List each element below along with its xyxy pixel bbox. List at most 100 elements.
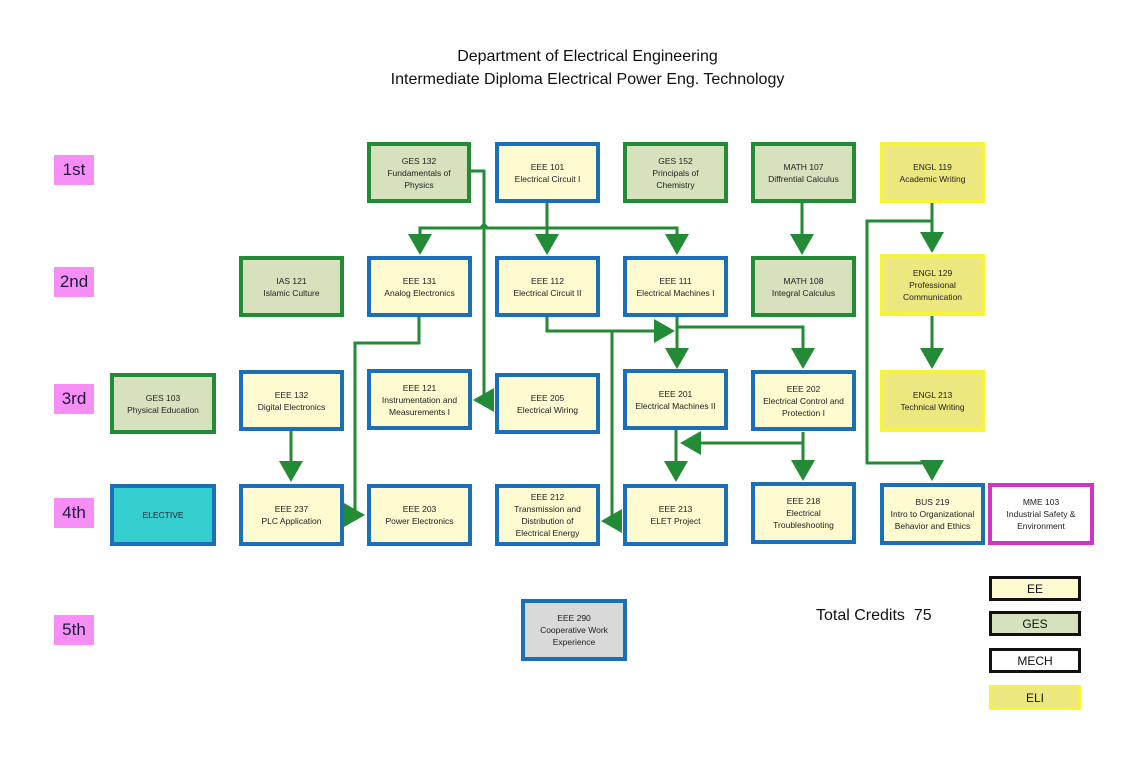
course-code: EEE 131 xyxy=(402,275,437,286)
arrow-eee111-to-eee202 xyxy=(677,325,815,369)
course-name: Principals of Chemistry xyxy=(652,167,699,190)
course-code: EEE 213 xyxy=(658,504,693,514)
course-code: MME 103 xyxy=(1022,497,1060,507)
course-name: PLC Application xyxy=(261,516,322,526)
arrow-eee101-to-eee111 xyxy=(547,226,689,255)
legend-eli: ELI xyxy=(989,685,1081,710)
arrow-eee131-to-eee203 xyxy=(344,317,421,527)
semester-label-4: 4th xyxy=(54,498,94,528)
course-code: ENGL 119 xyxy=(913,161,952,172)
arrow-eee112-to-eee201 xyxy=(545,317,675,343)
course-ges132[interactable]: GES 132 Fundamentals of Physics xyxy=(367,142,471,203)
course-engl213[interactable]: ENGL 213 Technical Writing xyxy=(880,370,985,432)
course-code: MATH 108 xyxy=(783,275,824,286)
course-mme103[interactable]: MME 103 Industrial Safety & Environment xyxy=(988,483,1094,545)
course-code: EEE 201 xyxy=(658,388,693,399)
course-eee202[interactable]: EEE 202 Electrical Control and Protectio… xyxy=(751,370,856,431)
course-eee237[interactable]: EEE 237 PLC Application xyxy=(239,484,344,546)
course-code: ENGL 213 xyxy=(912,390,953,400)
course-name: Electrical Circuit I xyxy=(514,173,581,184)
course-code: EEE 212 xyxy=(530,492,565,502)
course-name: Analog Electronics xyxy=(384,287,455,298)
course-code: ENGL 129 xyxy=(912,268,953,278)
course-name: Intro to Organizational Behavior and Eth… xyxy=(890,509,975,531)
course-name: Electrical Circuit II xyxy=(513,287,582,298)
course-code: BUS 219 xyxy=(915,497,950,507)
course-code: GES 132 xyxy=(401,155,437,166)
legend-ee: EE xyxy=(989,576,1081,601)
course-name: Cooperative Work Experience xyxy=(540,625,608,647)
arrow-ges132-to-eee121 xyxy=(471,169,494,412)
course-eee218[interactable]: EEE 218 Electrical Troubleshooting xyxy=(751,482,856,544)
course-code: EEE 203 xyxy=(402,504,437,514)
semester-label-2: 2nd xyxy=(54,267,94,297)
course-name: Industrial Safety & Environment xyxy=(1006,509,1076,531)
course-elective[interactable]: ELECTIVE xyxy=(110,484,216,546)
course-name: ELET Project xyxy=(650,516,701,526)
course-eee112[interactable]: EEE 112 Electrical Circuit II xyxy=(495,256,600,317)
course-eee121[interactable]: EEE 121 Instrumentation and Measurements… xyxy=(367,369,472,430)
course-name: Electrical Wiring xyxy=(517,404,578,415)
course-eee132[interactable]: EEE 132 Digital Electronics xyxy=(239,370,344,431)
legend-ges: GES xyxy=(989,611,1081,636)
course-code: EEE 237 xyxy=(274,504,309,514)
arrow-engl119-to-bus219 xyxy=(865,219,944,481)
course-name: Electrical Machines II xyxy=(635,400,716,411)
course-ges103[interactable]: GES 103 Physical Education xyxy=(110,373,216,434)
course-name: Fundamentals of Physics xyxy=(387,167,451,190)
course-eee201[interactable]: EEE 201 Electrical Machines II xyxy=(623,369,728,430)
course-code: EEE 112 xyxy=(531,275,564,286)
course-eee213[interactable]: EEE 213 ELET Project xyxy=(623,484,728,546)
course-math107[interactable]: MATH 107 Diffrential Calculus xyxy=(751,142,856,203)
course-name: Professional Communication xyxy=(902,280,963,302)
course-eee131[interactable]: EEE 131 Analog Electronics xyxy=(367,256,472,317)
course-code: EEE 121 xyxy=(402,382,437,393)
course-code: MATH 107 xyxy=(783,161,824,172)
title-program: Intermediate Diploma Electrical Power En… xyxy=(390,71,785,88)
course-code: EEE 205 xyxy=(530,392,565,403)
course-code: EEE 101 xyxy=(530,161,565,172)
course-name: ELECTIVE xyxy=(142,510,184,520)
course-name: Islamic Culture xyxy=(263,287,320,298)
course-code: EEE 218 xyxy=(786,496,821,506)
course-name: Electrical Troubleshooting xyxy=(773,508,834,530)
course-code: GES 103 xyxy=(145,392,181,403)
course-code: EEE 290 xyxy=(557,613,591,623)
total-credits-value: 75 xyxy=(913,607,932,624)
course-code: EEE 132 xyxy=(274,389,309,400)
semester-label-3: 3rd xyxy=(54,384,94,414)
course-name: Electrical Control and Protection I xyxy=(763,395,844,418)
course-math108[interactable]: MATH 108 Integral Calculus xyxy=(751,256,856,317)
course-engl119[interactable]: ENGL 119 Academic Writing xyxy=(880,142,985,203)
course-name: Physical Education xyxy=(127,404,199,415)
course-name: Transmission and Distribution of Electri… xyxy=(514,504,581,538)
course-name: Instrumentation and Measurements I xyxy=(381,394,458,417)
course-ias121[interactable]: IAS 121 Islamic Culture xyxy=(239,256,344,317)
legend-mech: MECH xyxy=(989,648,1081,673)
course-engl129[interactable]: ENGL 129 Professional Communication xyxy=(880,254,985,316)
course-code: GES 152 xyxy=(658,155,693,166)
course-eee111[interactable]: EEE 111 Electrical Machines I xyxy=(623,256,728,317)
semester-label-1: 1st xyxy=(54,155,94,185)
semester-label-5: 5th xyxy=(54,615,94,645)
arrow-eee112-to-eee212 xyxy=(601,331,622,533)
course-bus219[interactable]: BUS 219 Intro to Organizational Behavior… xyxy=(880,483,985,545)
course-name: Power Electronics xyxy=(385,516,454,526)
total-credits-label: Total Credits xyxy=(816,607,905,624)
course-code: IAS 121 xyxy=(276,275,307,286)
course-name: Academic Writing xyxy=(899,173,966,184)
course-eee203[interactable]: EEE 203 Power Electronics xyxy=(367,484,472,546)
course-name: Integral Calculus xyxy=(771,287,836,298)
course-eee101[interactable]: EEE 101 Electrical Circuit I xyxy=(495,142,600,203)
course-code: EEE 202 xyxy=(786,383,821,394)
course-name: Technical Writing xyxy=(900,402,965,412)
course-name: Diffrential Calculus xyxy=(768,173,839,184)
course-eee212[interactable]: EEE 212 Transmission and Distribution of… xyxy=(495,484,600,546)
title-department: Department of Electrical Engineering xyxy=(457,48,718,65)
course-name: Digital Electronics xyxy=(257,401,326,412)
total-credits: Total Credits 75 xyxy=(816,607,932,625)
course-ges152[interactable]: GES 152 Principals of Chemistry xyxy=(623,142,728,203)
course-eee205[interactable]: EEE 205 Electrical Wiring xyxy=(495,373,600,434)
course-eee290[interactable]: EEE 290 Cooperative Work Experience xyxy=(521,599,627,661)
